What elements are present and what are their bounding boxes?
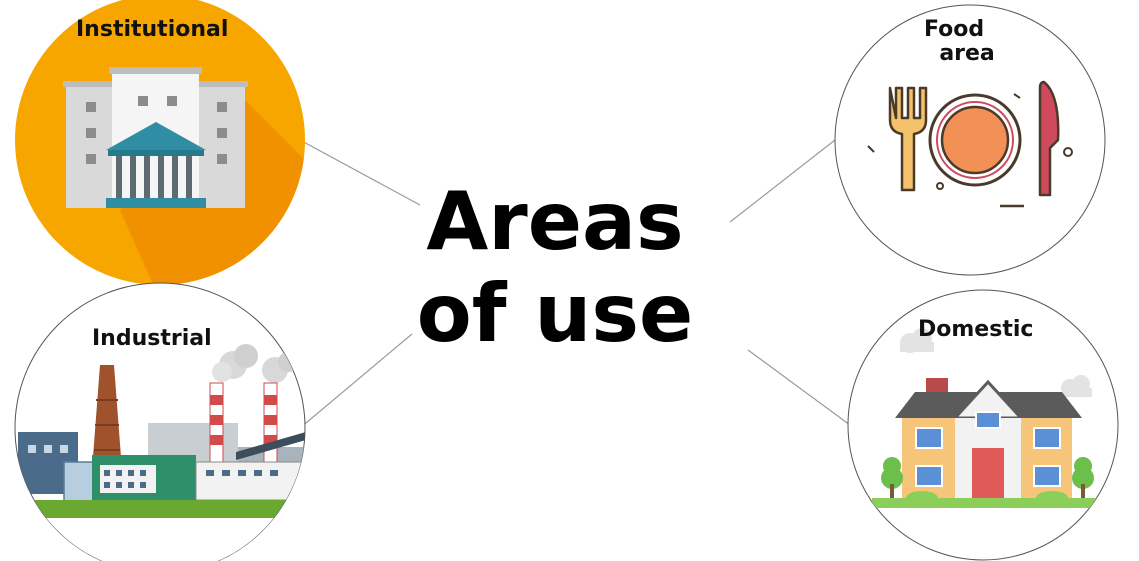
domestic-house-icon [872, 328, 1098, 508]
label-domestic: Domestic [918, 317, 1034, 342]
connector-domestic [747, 349, 851, 426]
node-food [834, 4, 1106, 276]
node-institutional [15, 0, 305, 285]
node-industrial [14, 282, 306, 561]
connector-industrial [299, 333, 413, 429]
label-food-area: Food area [924, 17, 995, 66]
connector-institutional [299, 139, 421, 206]
connector-food [729, 139, 836, 223]
food-plate-cutlery-icon [867, 80, 1073, 208]
diagram-title: Areas of use [416, 175, 694, 360]
institutional-building-icon [63, 67, 305, 285]
label-institutional: Institutional [76, 17, 229, 42]
node-domestic [847, 289, 1119, 561]
connector-lines [299, 139, 851, 429]
label-industrial: Industrial [92, 326, 212, 351]
